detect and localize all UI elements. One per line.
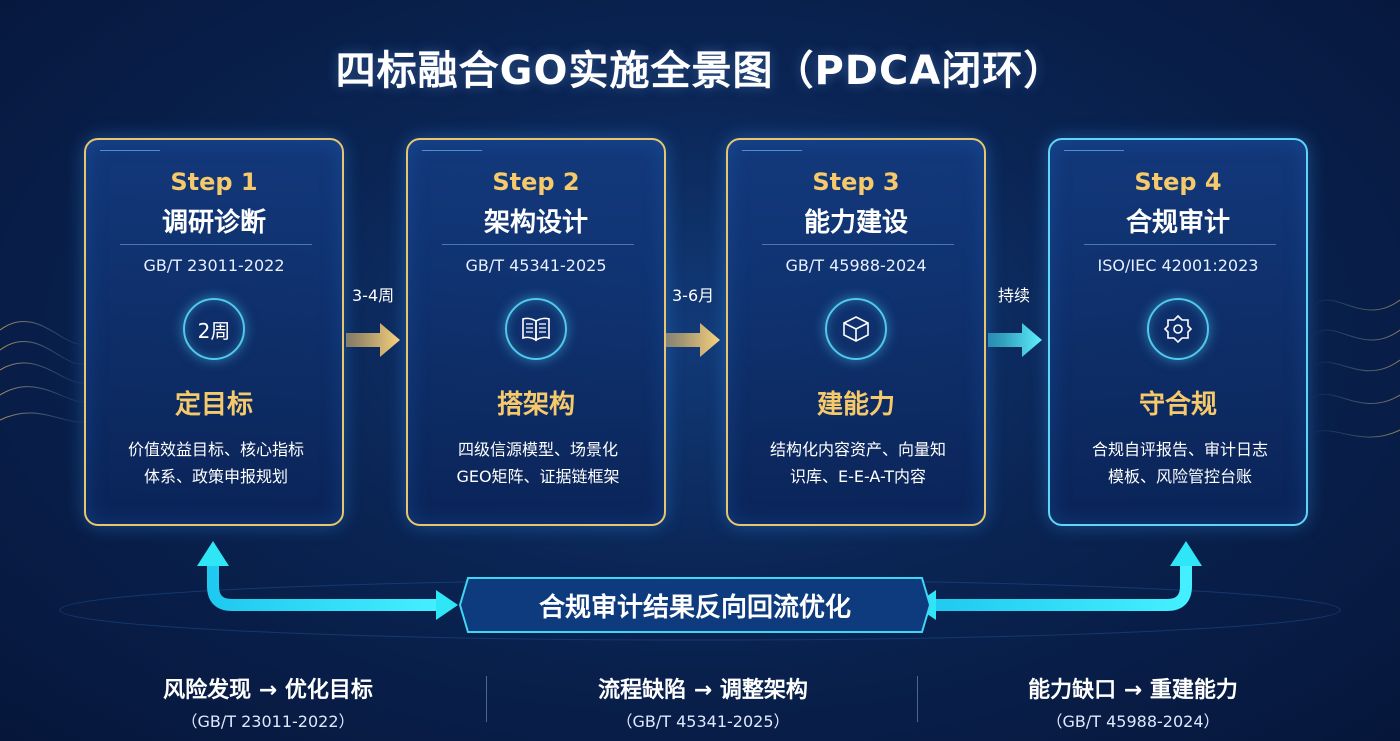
step-card-1: Step 1 调研诊断 GB/T 23011-2022 2周 定目标 价值效益目… bbox=[84, 138, 344, 526]
shield-gear-icon bbox=[1147, 298, 1209, 360]
arrow-right-icon bbox=[666, 323, 720, 357]
page-title: 四标融合GO实施全景图（PDCA闭环） bbox=[335, 48, 1065, 94]
step-description: 合规自评报告、审计日志 模板、风险管控台账 bbox=[1070, 436, 1290, 490]
step-name: 能力建设 bbox=[803, 208, 908, 238]
duration-badge: 2周 bbox=[183, 298, 245, 360]
desc-line: 价值效益目标、核心指标 bbox=[127, 440, 304, 459]
cube-icon bbox=[825, 298, 887, 360]
corner-decoration bbox=[742, 150, 802, 165]
outcome-standard: （GB/T 45988-2024） bbox=[1046, 712, 1220, 731]
arrow-right-icon bbox=[988, 323, 1042, 357]
desc-line: GEO矩阵、证据链框架 bbox=[456, 467, 620, 486]
step-number: Step 2 bbox=[492, 168, 580, 196]
outcome-standard: （GB/T 45341-2025） bbox=[616, 712, 790, 731]
outcome-main: 风险发现 → 优化目标 bbox=[163, 678, 373, 703]
divider bbox=[442, 244, 634, 245]
step-action: 守合规 bbox=[1138, 390, 1217, 420]
outcome-item-1: 风险发现 → 优化目标 （GB/T 23011-2022） bbox=[103, 672, 433, 732]
step-card-4: Step 4 合规审计 ISO/IEC 42001:2023 守合规 合规自评报… bbox=[1048, 138, 1308, 526]
step-description: 价值效益目标、核心指标 体系、政策申报规划 bbox=[106, 436, 326, 490]
step-action: 建能力 bbox=[816, 390, 895, 420]
desc-line: 四级信源模型、场景化 bbox=[457, 440, 618, 459]
transition-label: 3-6月 bbox=[672, 286, 715, 305]
corner-decoration bbox=[1064, 150, 1124, 165]
outcome-standard: （GB/T 23011-2022） bbox=[181, 712, 355, 731]
step-name: 合规审计 bbox=[1125, 208, 1230, 238]
desc-line: 模板、风险管控台账 bbox=[1107, 467, 1252, 486]
step-standard: GB/T 45988-2024 bbox=[785, 256, 927, 275]
duration-text: 2周 bbox=[197, 318, 231, 343]
step-action: 搭架构 bbox=[496, 390, 575, 420]
step-number: Step 3 bbox=[812, 168, 900, 196]
corner-decoration bbox=[422, 150, 482, 165]
step-name: 架构设计 bbox=[483, 208, 588, 238]
feedback-loop-arrows bbox=[197, 541, 1202, 633]
desc-line: 识库、E-E-A-T内容 bbox=[789, 467, 927, 486]
divider bbox=[1084, 244, 1276, 245]
corner-decoration bbox=[100, 150, 160, 165]
arrow-right-icon bbox=[346, 323, 400, 357]
step-description: 结构化内容资产、向量知 识库、E-E-A-T内容 bbox=[748, 436, 968, 490]
book-icon bbox=[505, 298, 567, 360]
step-card-2: Step 2 架构设计 GB/T 45341-2025 搭架构 四级信源模型、场… bbox=[406, 138, 666, 526]
step-name: 调研诊断 bbox=[161, 208, 266, 238]
desc-line: 合规自评报告、审计日志 bbox=[1091, 440, 1268, 459]
step-standard: ISO/IEC 42001:2023 bbox=[1097, 256, 1259, 275]
transition-label: 3-4周 bbox=[352, 286, 395, 305]
step-standard: GB/T 45341-2025 bbox=[465, 256, 607, 275]
step-number: Step 1 bbox=[170, 168, 258, 196]
desc-line: 结构化内容资产、向量知 bbox=[769, 440, 946, 459]
step-card-3: Step 3 能力建设 GB/T 45988-2024 建能力 结构化内容资产、… bbox=[726, 138, 986, 526]
separator bbox=[486, 676, 487, 722]
divider bbox=[120, 244, 312, 245]
divider bbox=[762, 244, 954, 245]
separator bbox=[917, 676, 918, 722]
step-number: Step 4 bbox=[1134, 168, 1222, 196]
outcome-main: 能力缺口 → 重建能力 bbox=[1028, 678, 1238, 703]
outcome-item-3: 能力缺口 → 重建能力 （GB/T 45988-2024） bbox=[968, 672, 1298, 732]
feedback-label: 合规审计结果反向回流优化 bbox=[538, 592, 851, 623]
step-standard: GB/T 23011-2022 bbox=[143, 256, 285, 275]
outcome-main: 流程缺陷 → 调整架构 bbox=[598, 678, 808, 703]
outcome-item-2: 流程缺陷 → 调整架构 （GB/T 45341-2025） bbox=[538, 672, 868, 732]
transition-label: 持续 bbox=[998, 286, 1031, 305]
step-action: 定目标 bbox=[174, 390, 253, 420]
desc-line: 体系、政策申报规划 bbox=[143, 467, 288, 486]
step-description: 四级信源模型、场景化 GEO矩阵、证据链框架 bbox=[428, 436, 648, 490]
